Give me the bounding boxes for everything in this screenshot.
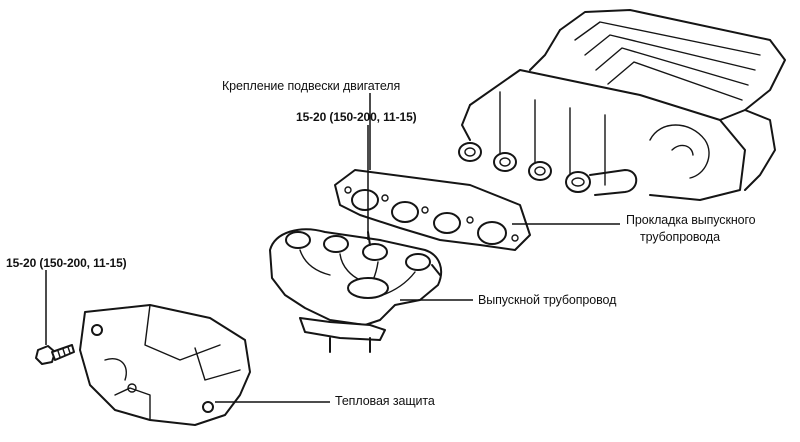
exhaust-manifold: [269, 228, 443, 353]
engine-mount-label: Крепление подвески двигателя: [222, 79, 401, 93]
gasket-label-line2: трубопровода: [640, 230, 720, 244]
bolt-torque-label: 15-20 (150-200, 11-15): [6, 256, 127, 270]
exhaust-manifold-label: Выпускной трубопровод: [478, 293, 617, 307]
heat-shield: [79, 304, 251, 426]
gasket-label-line1: Прокладка выпускного: [626, 213, 756, 227]
exhaust-port-4: [565, 171, 591, 193]
exhaust-port-1: [458, 142, 482, 162]
exhaust-port-3: [528, 161, 552, 181]
bolt: [35, 344, 75, 365]
engine-block: [458, 9, 786, 201]
engine-mount-torque-label: 15-20 (150-200, 11-15): [296, 110, 417, 124]
exhaust-manifold-gasket: [334, 169, 531, 251]
exhaust-port-2: [493, 152, 517, 172]
heat-shield-label: Тепловая защита: [335, 394, 435, 408]
